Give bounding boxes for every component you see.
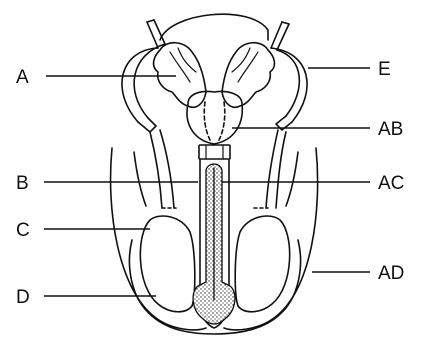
label-b: B [16, 173, 29, 194]
label-c: C [16, 220, 30, 241]
right-testis [235, 216, 289, 312]
prostate-gland [187, 92, 242, 145]
left-testis [140, 216, 194, 312]
label-ab: AB [378, 119, 403, 140]
label-a: A [16, 67, 29, 88]
label-ac: AC [378, 173, 404, 194]
label-ad: AD [378, 263, 404, 284]
right-vas-deferens [271, 22, 307, 130]
label-e: E [378, 59, 391, 80]
label-d: D [16, 287, 30, 308]
bladder-outline [160, 14, 268, 40]
bulbourethral-gland [199, 145, 230, 159]
